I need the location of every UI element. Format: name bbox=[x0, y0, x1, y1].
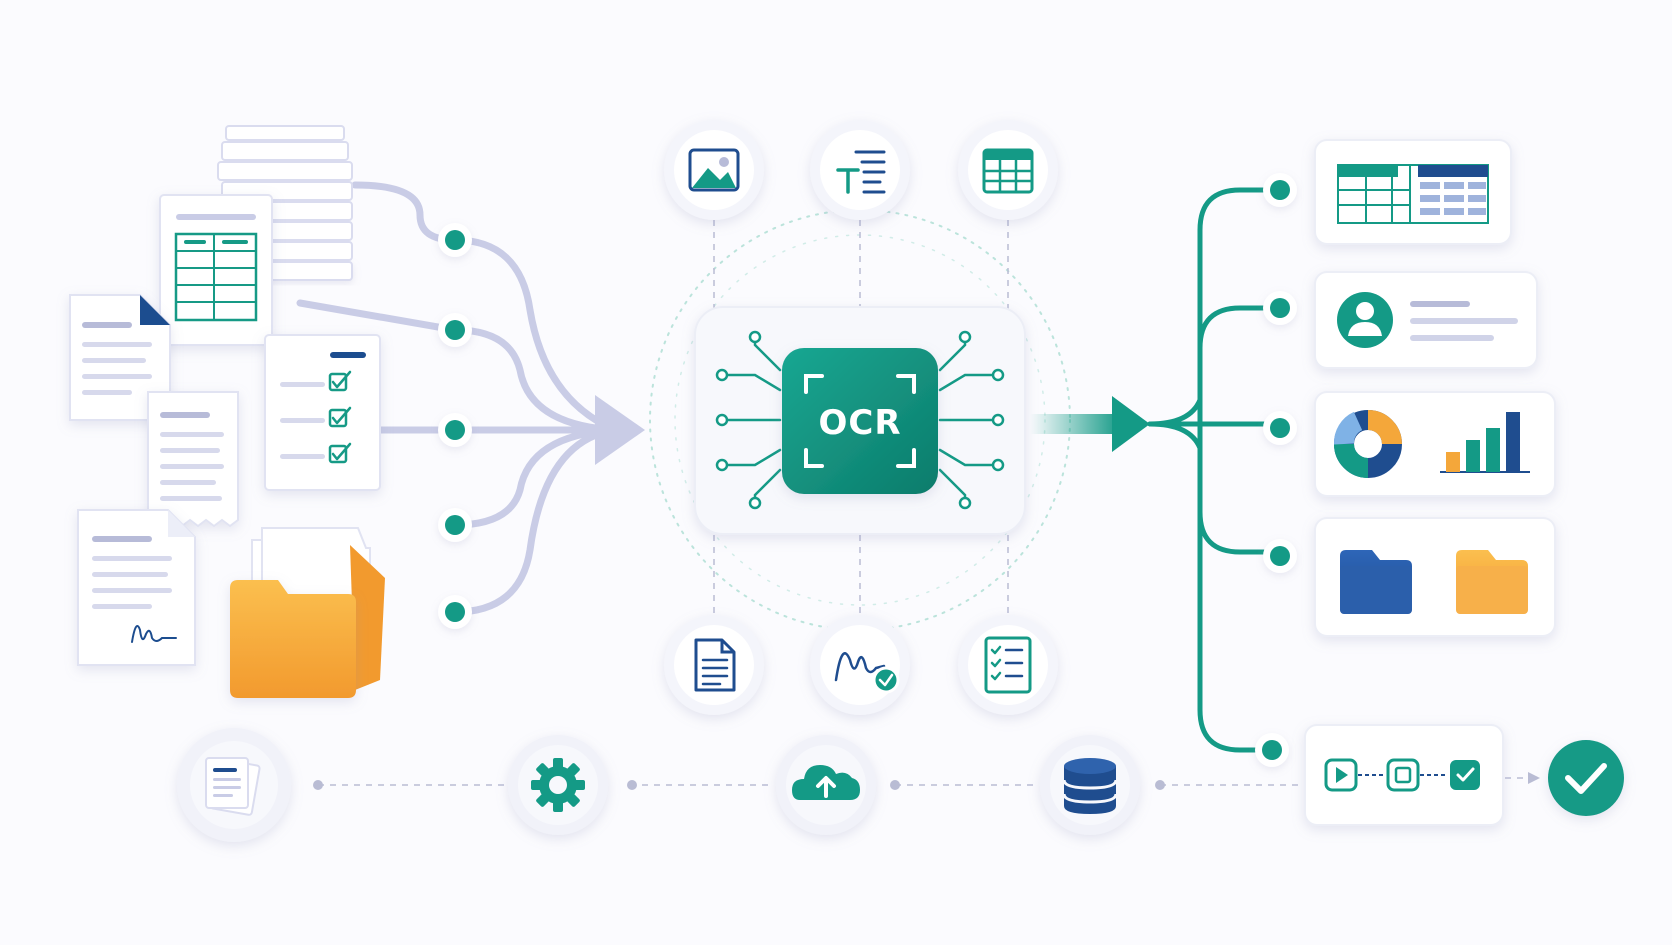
output-arrow-head bbox=[1112, 396, 1150, 452]
input-connectors bbox=[296, 181, 619, 616]
check-circle-icon bbox=[1548, 740, 1624, 816]
image-icon bbox=[664, 120, 764, 220]
connector-dot bbox=[438, 508, 472, 542]
input-arrow-head bbox=[595, 395, 645, 465]
connector-dot bbox=[438, 313, 472, 347]
connector-dot bbox=[1263, 411, 1297, 445]
connector-dot bbox=[438, 223, 472, 257]
user-profile-icon bbox=[1314, 271, 1538, 369]
workflow-icon bbox=[1304, 724, 1504, 826]
spreadsheet-document-icon bbox=[159, 194, 273, 346]
document-folder-icon bbox=[230, 527, 385, 698]
connector-dot bbox=[1263, 291, 1297, 325]
pipeline-arrow-head bbox=[1528, 772, 1540, 784]
text-document-icon bbox=[69, 294, 171, 421]
connector-dot bbox=[438, 413, 472, 447]
text-icon bbox=[810, 120, 910, 220]
signed-letter-icon bbox=[77, 509, 196, 666]
connector-dot bbox=[438, 595, 472, 629]
output-arrow-shaft bbox=[1030, 414, 1122, 434]
pipeline-dots bbox=[313, 780, 1165, 790]
checklist-document-icon bbox=[264, 334, 381, 491]
cloud-upload-icon bbox=[776, 735, 876, 835]
output-connector-dots bbox=[1255, 173, 1297, 767]
database-icon bbox=[1040, 735, 1140, 835]
document-icon bbox=[664, 615, 764, 715]
table-icon bbox=[958, 120, 1058, 220]
extraction-types-bottom bbox=[664, 615, 1058, 715]
circuit-nodes bbox=[715, 330, 1005, 510]
pipeline-connectors bbox=[318, 777, 1530, 786]
data-table-icon bbox=[1314, 139, 1512, 245]
ocr-hub: OCR bbox=[649, 209, 1071, 631]
scan-frame-icon bbox=[804, 374, 916, 468]
documents-icon bbox=[177, 728, 291, 842]
folders-icon bbox=[1314, 517, 1556, 637]
output-tree bbox=[1147, 187, 1283, 753]
checklist-icon bbox=[958, 615, 1058, 715]
connector-dot bbox=[1255, 733, 1289, 767]
gear-icon bbox=[508, 735, 608, 835]
signature-verified-icon bbox=[810, 615, 910, 715]
ocr-label: OCR bbox=[818, 403, 901, 443]
extraction-types-top bbox=[664, 120, 1058, 220]
connector-dot bbox=[1263, 539, 1297, 573]
analytics-chart-icon bbox=[1314, 391, 1556, 497]
receipt-icon bbox=[147, 391, 239, 528]
connector-dot bbox=[1263, 173, 1297, 207]
input-connector-dots bbox=[438, 223, 472, 629]
ocr-chip bbox=[782, 348, 938, 494]
type-connectors bbox=[713, 220, 1009, 615]
